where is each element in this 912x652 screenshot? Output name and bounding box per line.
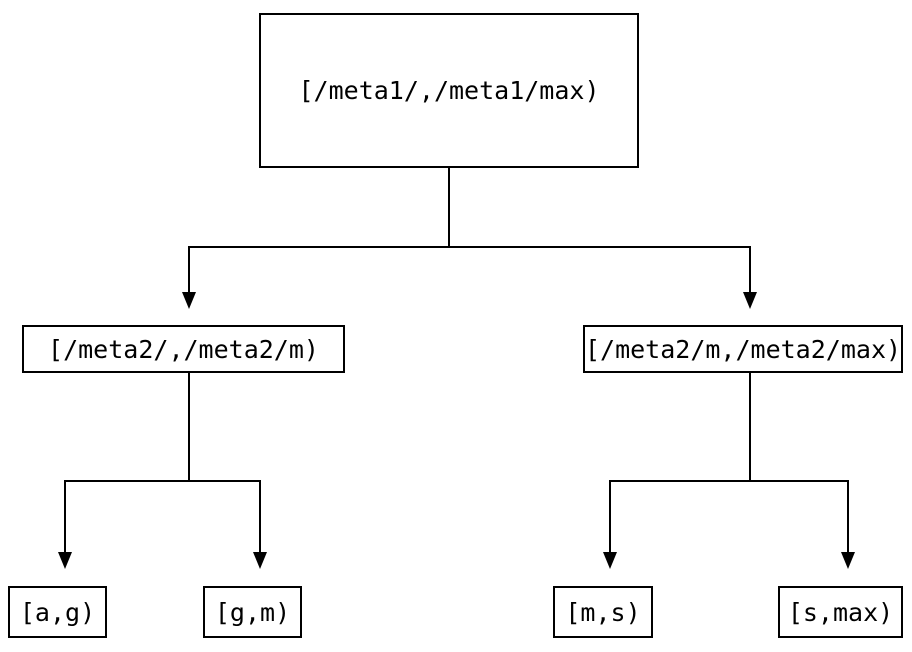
edge-line xyxy=(749,373,849,552)
node-right-subtree: [/meta2/m,/meta2/max) xyxy=(583,325,903,373)
arrowhead-down-icon xyxy=(58,552,72,569)
edge-root-to-left xyxy=(182,168,450,309)
edge-line xyxy=(609,373,751,552)
node-leaf-ms: [m,s) xyxy=(553,586,653,638)
arrowhead-down-icon xyxy=(603,552,617,569)
edge-line xyxy=(448,168,751,292)
edge-line xyxy=(188,168,450,292)
arrowhead-down-icon xyxy=(841,552,855,569)
edge-line xyxy=(188,373,261,552)
node-leaf-ag: [a,g) xyxy=(8,586,107,638)
node-leaf-gm: [g,m) xyxy=(203,586,302,638)
node-root: [/meta1/,/meta1/max) xyxy=(259,13,639,168)
edge-line xyxy=(64,373,190,552)
edge-left-to-leaf-ag xyxy=(58,373,190,569)
node-left-subtree: [/meta2/,/meta2/m) xyxy=(22,325,345,373)
arrowhead-down-icon xyxy=(743,292,757,309)
edge-root-to-right xyxy=(448,168,757,309)
edge-left-to-leaf-gm xyxy=(188,373,267,569)
arrowhead-down-icon xyxy=(182,292,196,309)
edge-right-to-leaf-smax xyxy=(749,373,855,569)
arrowhead-down-icon xyxy=(253,552,267,569)
node-leaf-smax: [s,max) xyxy=(778,586,903,638)
edge-right-to-leaf-ms xyxy=(603,373,751,569)
